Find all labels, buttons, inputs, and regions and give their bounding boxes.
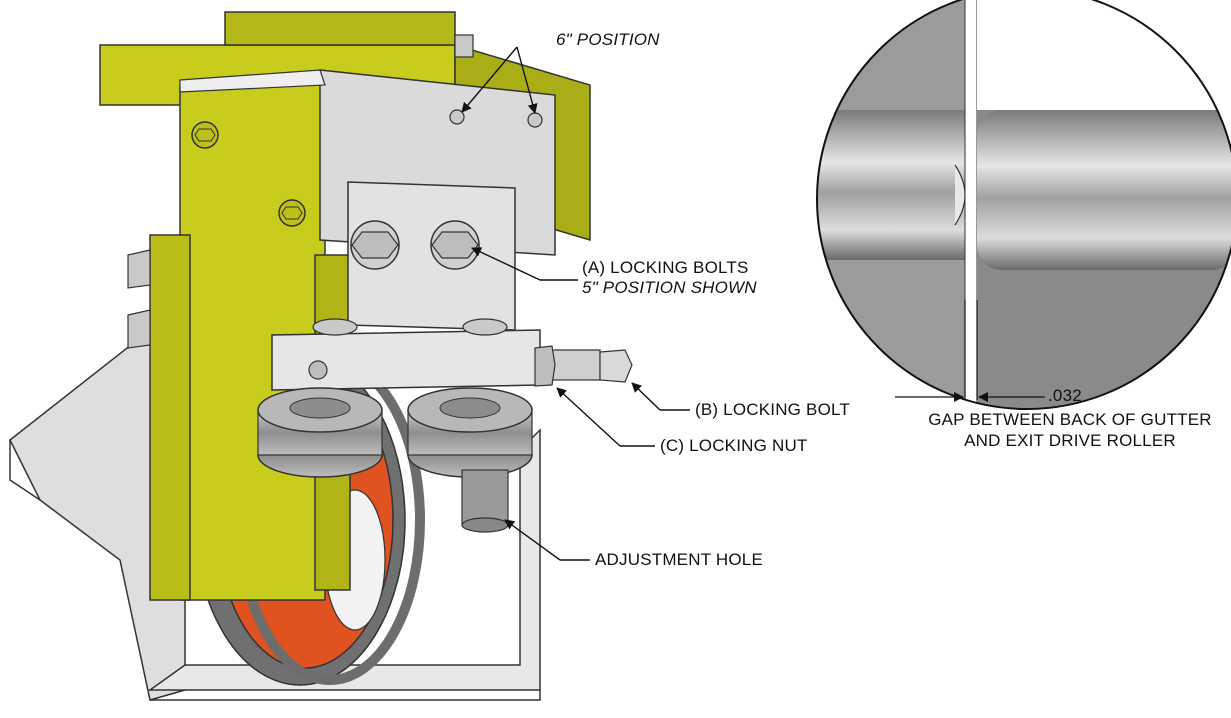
label-gap-dimension: .032 [1048, 386, 1082, 405]
label-locking-bolt-b: (B) LOCKING BOLT [695, 400, 850, 419]
lower-bar [271, 318, 633, 391]
label-locking-nut-c: (C) LOCKING NUT [660, 436, 808, 455]
detail-view [817, 0, 1231, 409]
label-gap-description-line1: GAP BETWEEN BACK OF GUTTER [928, 410, 1212, 429]
leader-lines [461, 46, 690, 561]
label-five-inch-position-shown: 5" POSITION SHOWN [582, 278, 757, 297]
center-block [347, 181, 516, 331]
gap-dimension [895, 300, 1045, 402]
label-gap-description-line2: AND EXIT DRIVE ROLLER [964, 431, 1176, 450]
label-six-inch-position: 6" POSITION [556, 30, 660, 49]
side-bolts [127, 34, 474, 349]
gutter [9, 328, 541, 701]
label-locking-bolts-a: (A) LOCKING BOLTS [582, 258, 749, 277]
guide-rollers [257, 387, 533, 533]
label-adjustment-hole: ADJUSTMENT HOLE [595, 550, 763, 569]
detail-circle-outline [816, 0, 1231, 410]
